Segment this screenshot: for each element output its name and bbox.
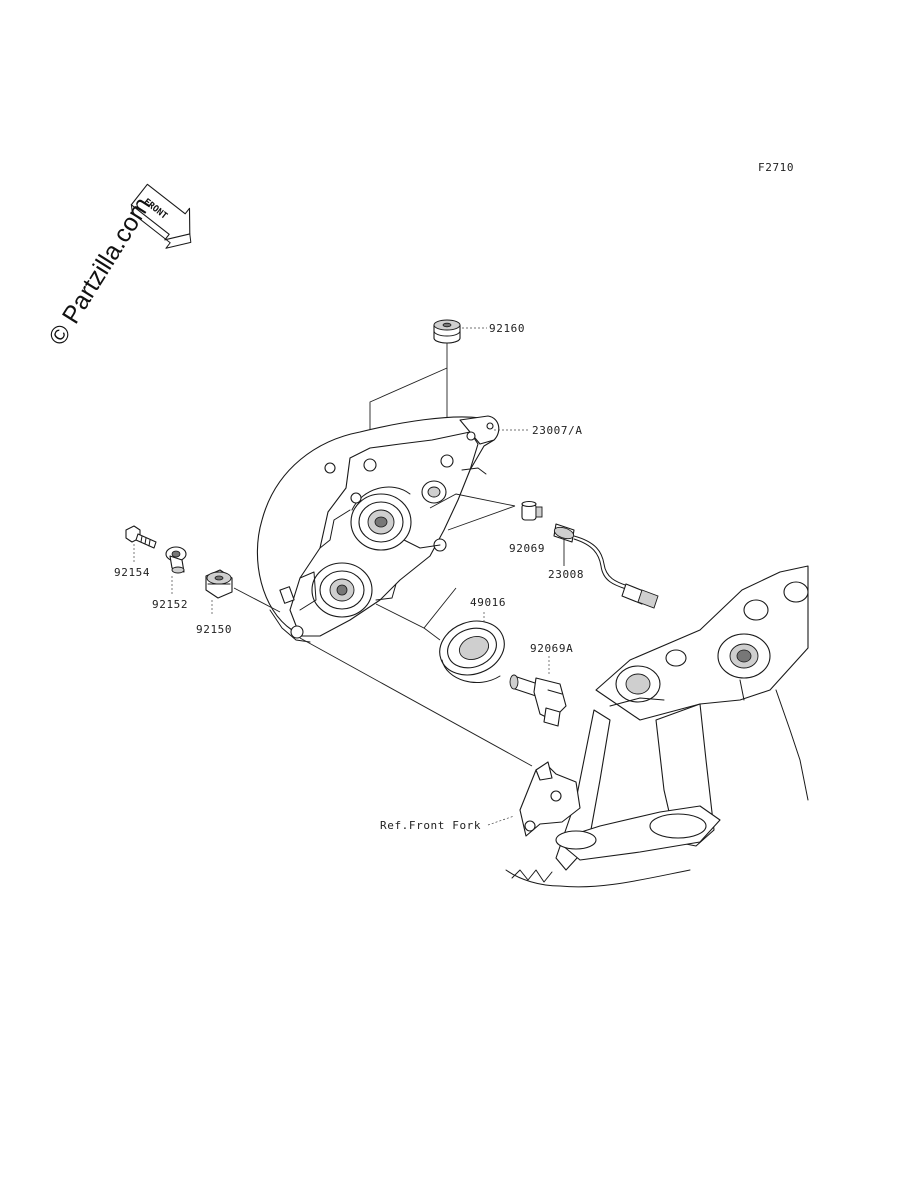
callout-92069: 92069: [509, 542, 545, 555]
figure-code: F2710: [758, 161, 794, 174]
front-direction-arrow-icon: FRONT: [130, 183, 192, 249]
part-92152-collar[interactable]: [165, 546, 187, 574]
part-92069-bulb[interactable]: [521, 500, 543, 521]
callout-92154: 92154: [114, 566, 150, 579]
callout-23007a: 23007/A: [532, 424, 583, 437]
callout-49016: 49016: [470, 596, 506, 609]
part-92069a-bulb[interactable]: [509, 674, 567, 727]
part-23008-socket[interactable]: [553, 523, 659, 609]
callout-92069a: 92069A: [530, 642, 573, 655]
part-49016-seal[interactable]: [432, 612, 512, 684]
part-92154-bolt[interactable]: [125, 525, 157, 549]
part-92160-grommet[interactable]: [433, 319, 461, 344]
callout-23008: 23008: [548, 568, 584, 581]
part-92150-damper[interactable]: [205, 569, 233, 599]
part-23007a-headlight-assembly[interactable]: [256, 415, 500, 643]
callout-92152: 92152: [152, 598, 188, 611]
callout-92160: 92160: [489, 322, 525, 335]
front-fork-reference: [505, 565, 809, 888]
callout-92150: 92150: [196, 623, 232, 636]
watermark-text: © Partzilla.com: [43, 192, 156, 350]
callout-ref-front-fork: Ref.Front Fork: [380, 819, 481, 832]
